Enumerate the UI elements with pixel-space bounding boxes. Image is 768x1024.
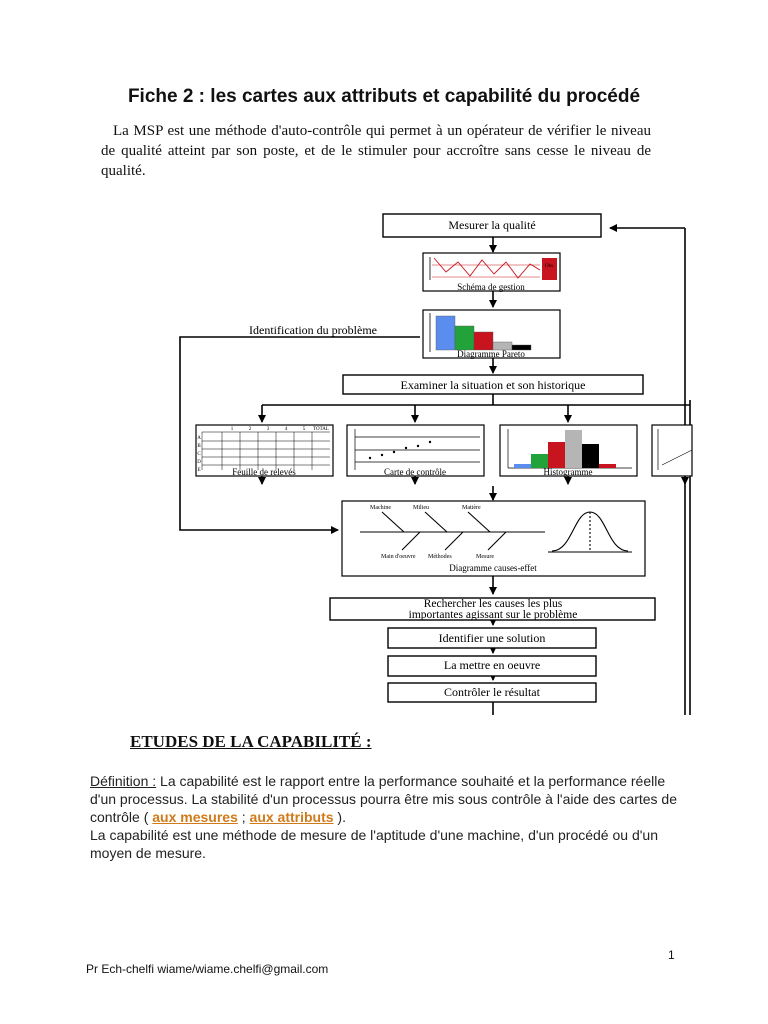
feuille-header-cell: 1 [231, 427, 234, 432]
feuille-row-label: D [197, 460, 201, 465]
control-chart-line [433, 257, 541, 279]
box-examiner-label: Examiner la situation et son historique [401, 378, 586, 392]
box-partial-chart [651, 424, 693, 477]
box-controler-label: Contrôler le résultat [444, 685, 541, 699]
causes-label: Diagramme causes-effet [449, 563, 537, 573]
capability-paragraph: La capabilité est une méthode de mesure … [90, 827, 658, 861]
box-examiner [342, 374, 644, 395]
carte-points [368, 440, 432, 460]
fishbone [360, 511, 632, 553]
box-mesurer [382, 213, 602, 238]
cause-label-top: Machine [370, 505, 391, 511]
rechercher-line-2: importantes agissant sur le problème [409, 609, 578, 621]
feuille-header-cell: 5 [303, 427, 306, 432]
histogram-bar [582, 444, 599, 468]
box-rechercher [329, 597, 656, 621]
definition-label: Définition : [90, 773, 157, 789]
identification-label: Identification du problème [249, 323, 377, 337]
box-mesurer-label: Mesurer la qualité [448, 218, 535, 232]
identification-arrow [179, 336, 420, 534]
pareto-bar [511, 344, 532, 351]
feuille-header-cell: 2 [249, 427, 252, 432]
definition-paragraph: Définition : La capabilité est le rappor… [90, 772, 680, 826]
rechercher-line-1: Rechercher les causes les plus [424, 598, 563, 610]
histogram-bar [514, 464, 531, 468]
histogram-bar [548, 442, 565, 468]
definition-block: Définition : La capabilité est le rappor… [90, 772, 680, 862]
feuille-row-label: A [197, 436, 201, 441]
definition-text: La capabilité est le rapport entre la pe… [90, 773, 678, 825]
cause-label-top: Matière [462, 505, 481, 511]
feuille-grid [201, 431, 330, 470]
page-number: 1 [668, 948, 675, 962]
feuille-label: Feuille de relevés [232, 467, 296, 477]
box-mettre-label: La mettre en oeuvre [444, 658, 540, 672]
box-controler [387, 682, 597, 703]
carte-label: Carte de contrôle [384, 467, 446, 477]
obs-block [542, 258, 557, 280]
feuille-row-label: B [197, 444, 201, 449]
histogram-bar [531, 454, 548, 468]
box-mettre [387, 655, 597, 677]
pareto-bar [435, 315, 456, 351]
histogram-bars [514, 430, 616, 468]
histogram-bar [599, 464, 616, 468]
pareto-bar [454, 325, 475, 351]
cause-label-bottom: Méthodes [428, 554, 452, 560]
feuille-row-label: E [197, 468, 200, 473]
pareto-bar [473, 331, 494, 351]
obs-label: Obs [545, 264, 553, 269]
histogram-bar [565, 430, 582, 468]
pareto-bars [435, 315, 532, 351]
box-solution-label: Identifier une solution [439, 631, 546, 645]
cause-label-bottom: Mesure [476, 554, 494, 560]
feuille-row-label: C [197, 452, 201, 457]
cause-label-top: Milieu [413, 505, 429, 511]
section-heading: ETUDES DE LA CAPABILITÉ : [130, 732, 372, 751]
cause-label-bottom: Main d'oeuvre [381, 554, 416, 560]
definition-end: ). [333, 809, 346, 825]
box-solution [387, 627, 597, 649]
box-feuille [195, 424, 334, 477]
link-aux-attributs[interactable]: aux attributs [249, 809, 334, 825]
link-aux-mesures[interactable]: aux mesures [152, 809, 238, 825]
carte-lines [354, 429, 480, 470]
schema-label: Schéma de gestion [457, 282, 525, 292]
msp-flowchart: Mesurer la qualité Obs Schéma de gestion… [179, 213, 693, 715]
feuille-header-cell: 3 [267, 427, 270, 432]
feuille-header-cell: TOTAL [313, 427, 329, 432]
link-separator: ; [237, 809, 250, 825]
page-title: Fiche 2 : les cartes aux attributs et ca… [127, 86, 641, 107]
footer-author: Pr Ech-chelfi wiame/wiame.chelfi@gmail.c… [86, 962, 329, 976]
pareto-label: Diagramme Pareto [457, 349, 525, 359]
feuille-header-cell: 4 [285, 427, 288, 432]
intro-paragraph: La MSP est une méthode d'auto-contrôle q… [101, 123, 651, 179]
histogramme-label: Histogramme [544, 467, 593, 477]
box-carte [346, 424, 485, 477]
